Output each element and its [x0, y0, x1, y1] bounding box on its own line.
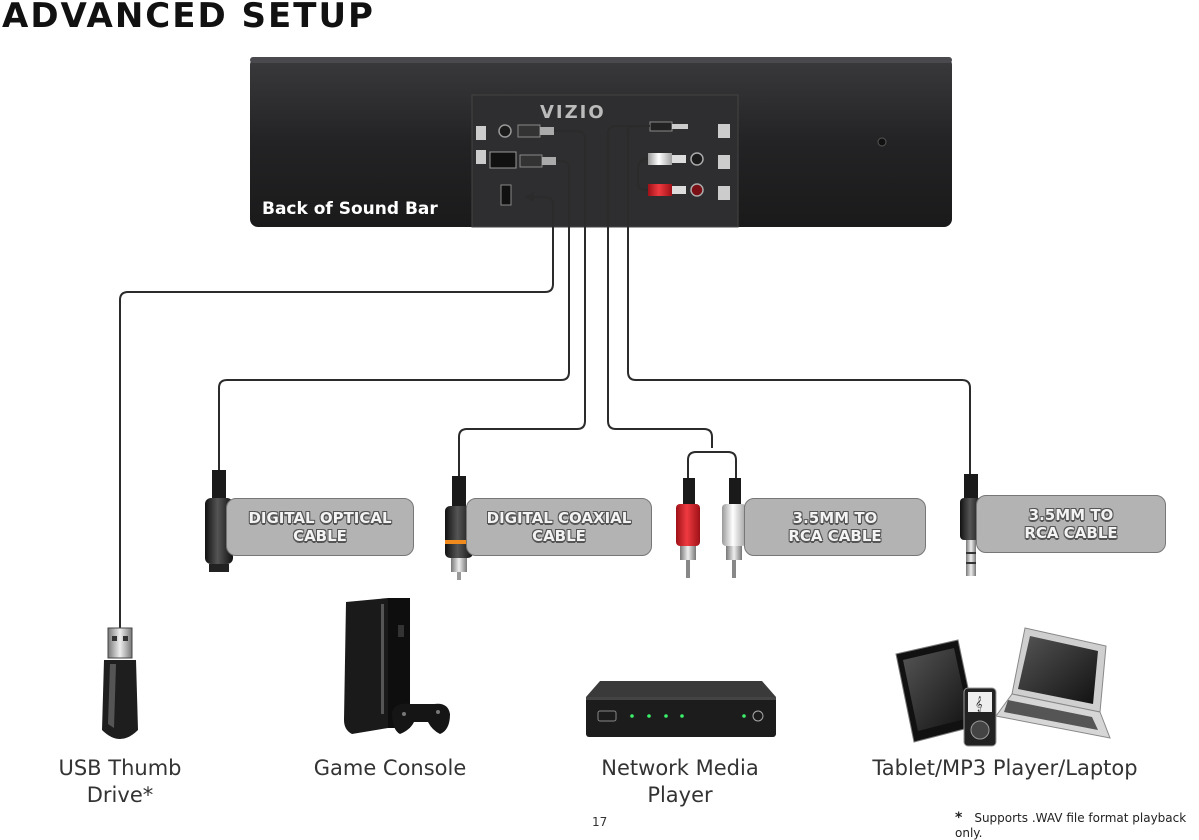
cable-label-aux: 3.5MM TO RCA CABLE: [976, 495, 1166, 553]
optical-cable-line: [218, 160, 570, 470]
optical-port: [489, 151, 517, 169]
device-label-tablet-mp3-laptop: Tablet/MP3 Player/Laptop: [872, 756, 1138, 780]
page-number: 17: [592, 815, 608, 829]
sound-bar: VIZIO Back of Sound Bar: [250, 57, 952, 228]
coaxial-port: [498, 124, 512, 138]
svg-text:𝄞: 𝄞: [975, 697, 983, 712]
device-label-game-console: Game Console: [313, 756, 467, 780]
footnote-marker: *: [955, 810, 963, 826]
cable-label-rca: 3.5MM TO RCA CABLE: [744, 498, 926, 556]
page-title: ADVANCED SETUP: [2, 0, 375, 36]
aux-cable-line: [627, 125, 971, 476]
footnote: *Supports .WAV file format playback only…: [955, 810, 1199, 840]
usb-port: [500, 184, 512, 206]
rca-white-port: [690, 152, 704, 166]
vizio-logo: VIZIO: [540, 102, 606, 123]
footnote-text: Supports .WAV file format playback only.: [955, 811, 1187, 840]
tablet-mp3-laptop-icon: 𝄞: [895, 627, 1111, 747]
usb-drive-icon: [102, 627, 138, 739]
cable-label-optical: DIGITAL OPTICAL CABLE: [226, 498, 414, 556]
ir-sensor: [877, 137, 887, 147]
media-player-icon: [586, 681, 776, 737]
game-console-icon: [344, 598, 450, 734]
rca-red-port: [690, 183, 704, 197]
cable-label-coaxial: DIGITAL COAXIAL CABLE: [466, 498, 652, 556]
device-label-usb: USB Thumb Drive*: [58, 756, 182, 807]
soundbar-label: Back of Sound Bar: [262, 199, 438, 219]
cable-lines: [119, 125, 971, 630]
coaxial-cable-line: [458, 130, 586, 478]
rca-connectors-icon: [676, 478, 746, 578]
rca-cable-line: [607, 125, 713, 448]
device-label-media-player: Network Media Player: [601, 756, 759, 807]
aux-port: [718, 124, 730, 138]
usb-cable-line: [119, 196, 554, 630]
